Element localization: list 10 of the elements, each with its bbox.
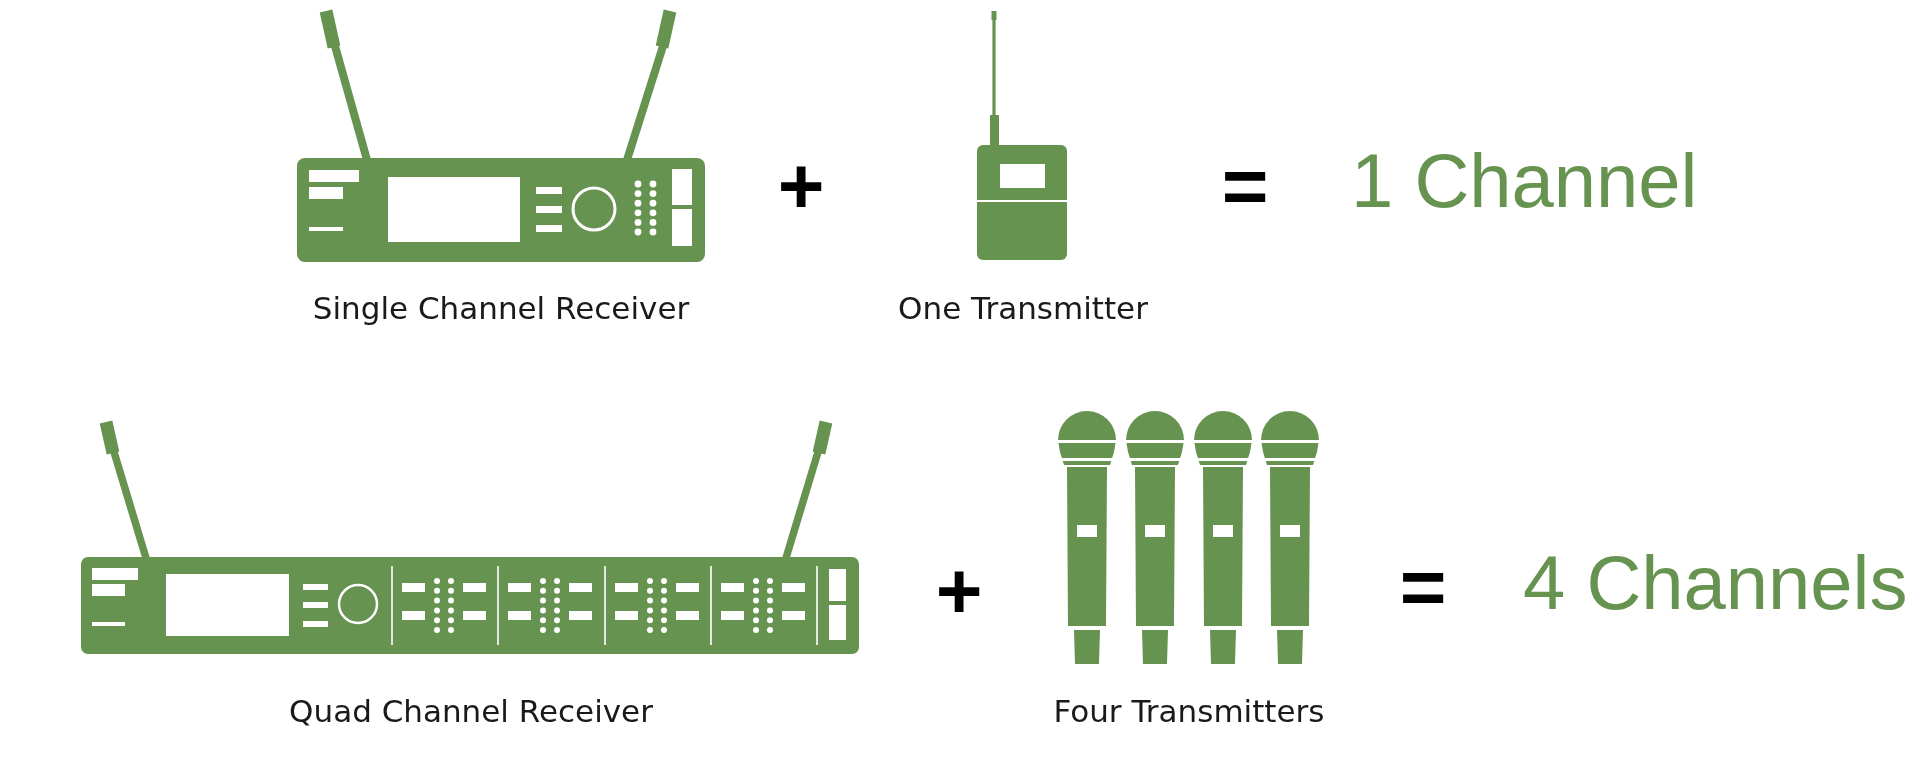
equals-sign: = <box>1399 547 1447 627</box>
equals-sign: = <box>1221 146 1269 226</box>
channel-count-text: 1 Channel <box>1351 143 1698 219</box>
plus-sign: + <box>777 146 825 226</box>
plus-sign: + <box>935 551 983 631</box>
device-caption: Single Channel Receiver <box>312 293 690 324</box>
device-caption: One Transmitter <box>898 293 1148 324</box>
device-caption: Four Transmitters <box>1053 696 1325 727</box>
channel-count-text: 4 Channels <box>1523 545 1908 621</box>
device-caption: Quad Channel Receiver <box>289 696 653 727</box>
